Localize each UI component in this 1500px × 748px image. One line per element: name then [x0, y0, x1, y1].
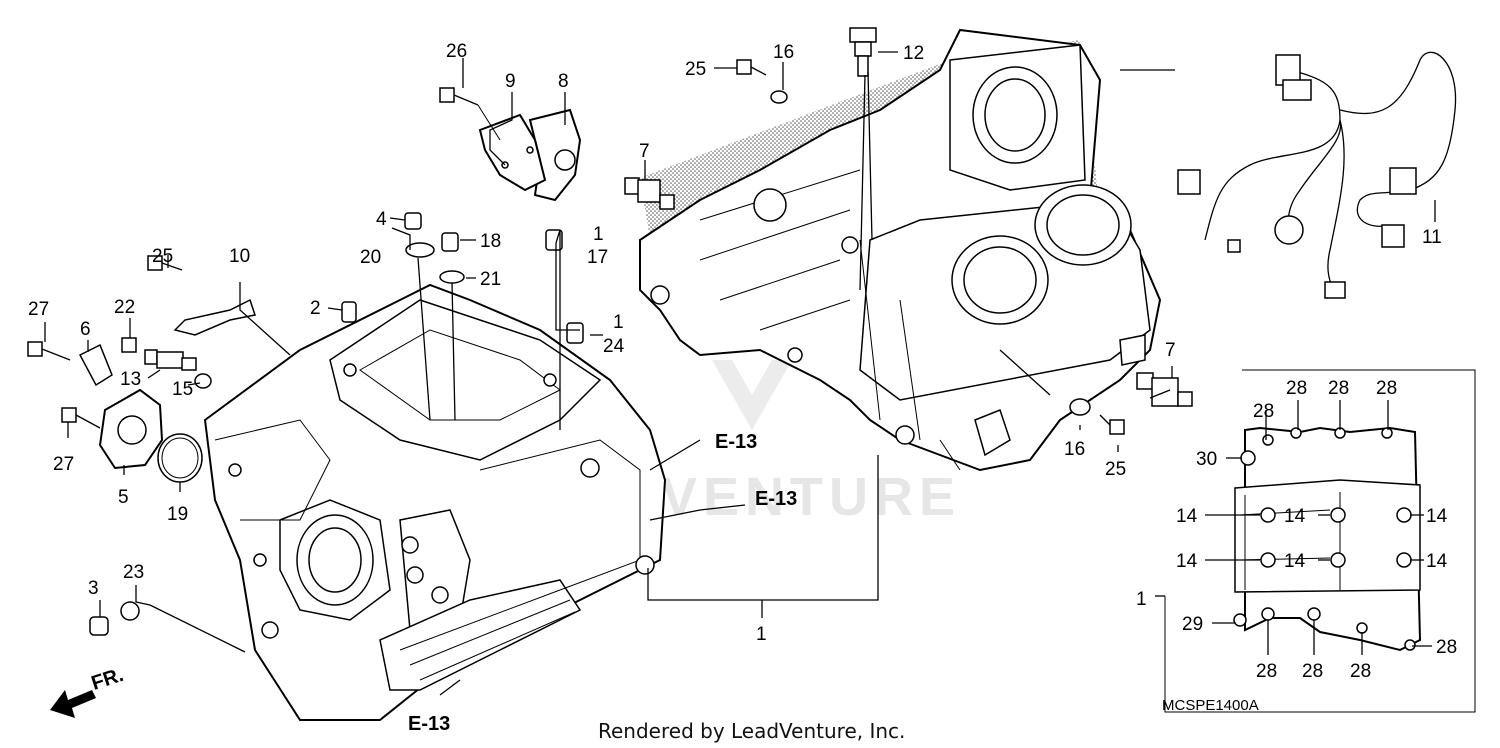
- clamp-10: [173, 298, 256, 336]
- callout-25-left: 25: [152, 246, 173, 267]
- callout-14-c: 14: [1426, 506, 1448, 527]
- callout-28-f: 28: [1256, 661, 1277, 682]
- reference-e13-3: E-13: [408, 713, 450, 735]
- plate-6: [78, 343, 113, 387]
- callout-5: 5: [118, 487, 129, 508]
- callout-12: 12: [903, 43, 924, 64]
- washer-23: [120, 601, 140, 621]
- callout-28-d: 28: [1376, 378, 1397, 399]
- callout-16-top: 16: [773, 42, 794, 63]
- diagram-code: MCSPE1400A: [1162, 697, 1259, 714]
- callout-2: 2: [310, 298, 321, 319]
- front-marker: FR.: [89, 664, 126, 695]
- sensor-7-left: [624, 177, 675, 210]
- callout-27-bottom: 27: [53, 454, 74, 475]
- nut-22: [121, 337, 137, 353]
- callout-26: 26: [446, 41, 467, 62]
- callout-6: 6: [80, 319, 91, 340]
- callout-21: 21: [480, 269, 501, 290]
- callout-14-b: 14: [1284, 506, 1306, 527]
- oil-pan-inset: [1164, 369, 1476, 713]
- upper-crankcase: [639, 28, 1162, 472]
- callout-27-top: 27: [28, 299, 49, 320]
- callout-30: 30: [1196, 449, 1217, 470]
- bolt-25-right: [1099, 414, 1125, 435]
- callout-14-d: 14: [1176, 551, 1198, 572]
- callout-25-top: 25: [685, 59, 706, 80]
- switch-13: [144, 349, 197, 371]
- bolt-25-left: [147, 255, 183, 271]
- o-ring-19: [157, 433, 203, 483]
- callout-1-b: 1: [613, 312, 624, 333]
- callout-10: 10: [229, 246, 250, 267]
- front-direction-arrow: [50, 690, 96, 718]
- callout-7-right: 7: [1165, 340, 1176, 361]
- washer-15: [194, 373, 212, 389]
- callout-23: 23: [123, 562, 144, 583]
- lower-crankcase: [203, 283, 667, 721]
- callout-17: 17: [587, 247, 608, 268]
- leader-lines: [44, 51, 1436, 696]
- callout-16-right: 16: [1064, 439, 1085, 460]
- sensor-7-right: [1136, 372, 1193, 407]
- callout-28-g: 28: [1302, 661, 1323, 682]
- dowel-18: [441, 232, 459, 252]
- wire-harness-11: [1177, 51, 1457, 299]
- washer-16-right: [1069, 398, 1091, 416]
- callout-28-a: 28: [1253, 401, 1274, 422]
- bolt-3: [89, 616, 109, 636]
- callout-28-e: 28: [1436, 637, 1457, 658]
- callout-1-c: 1: [756, 624, 767, 645]
- bolt-27-bottom: [61, 407, 101, 429]
- dowel-4: [404, 212, 422, 230]
- callout-9: 9: [505, 71, 516, 92]
- callout-20: 20: [360, 247, 381, 268]
- reference-e13-2: E-13: [755, 488, 797, 510]
- callout-15: 15: [172, 379, 193, 400]
- callout-8: 8: [558, 71, 569, 92]
- cover-5: [98, 388, 164, 470]
- o-ring-20: [405, 242, 435, 258]
- watermark-logo: [712, 360, 792, 430]
- callout-14-f: 14: [1426, 551, 1448, 572]
- callout-19: 19: [167, 504, 188, 525]
- callout-13: 13: [120, 369, 141, 390]
- callout-22: 22: [114, 297, 135, 318]
- callout-4: 4: [376, 209, 387, 230]
- o-ring-21: [439, 270, 465, 284]
- reference-e13-1: E-13: [715, 431, 757, 453]
- dowel-24: [566, 322, 584, 344]
- washer-16-top: [770, 90, 788, 104]
- callout-18: 18: [480, 231, 501, 252]
- callout-25-right: 25: [1105, 459, 1126, 480]
- callout-3: 3: [88, 578, 99, 599]
- callouts: 26 9 8 25 16 12 7 11 4 20 18 21 1 17 1 2…: [28, 41, 1457, 682]
- callout-1-d: 1: [1136, 589, 1147, 610]
- callout-28-c: 28: [1328, 378, 1349, 399]
- callout-29: 29: [1182, 614, 1203, 635]
- callout-7-left: 7: [639, 141, 650, 162]
- bolt-26: [439, 87, 479, 106]
- bolt-27-top: [27, 341, 71, 361]
- callout-28-b: 28: [1286, 378, 1307, 399]
- plug-2: [341, 301, 357, 323]
- oil-pressure-switch-12: [849, 27, 877, 77]
- bolt-25-top: [736, 59, 767, 76]
- callout-14-a: 14: [1176, 506, 1198, 527]
- callout-28-h: 28: [1350, 661, 1371, 682]
- callout-14-e: 14: [1284, 551, 1306, 572]
- callout-11: 11: [1422, 227, 1442, 248]
- callout-1-a: 1: [593, 224, 604, 245]
- credit-line: Rendered by LeadVenture, Inc.: [598, 719, 905, 743]
- callout-24: 24: [603, 336, 625, 357]
